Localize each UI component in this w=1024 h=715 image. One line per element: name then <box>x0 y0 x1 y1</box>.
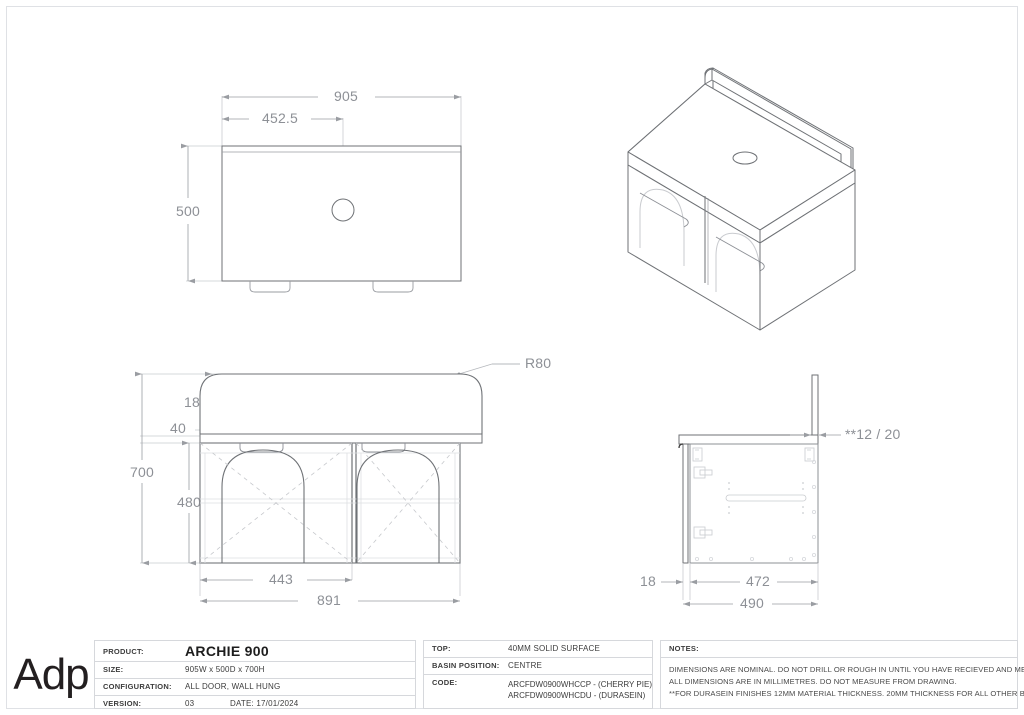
version-label: VERSION: <box>103 699 142 709</box>
dim-label-905: 905 <box>334 88 358 104</box>
section-dim-490: 490 <box>683 595 818 611</box>
dim-label-18: 18 <box>640 573 656 589</box>
section-dim-thickness: **12 / 20 <box>790 426 901 442</box>
dim-label-r80: R80 <box>525 355 551 371</box>
notes-label: NOTES: <box>669 644 699 654</box>
section-dim-18: 18 <box>640 573 683 589</box>
dim-label-891: 891 <box>317 592 341 608</box>
dim-label-500: 500 <box>176 203 200 219</box>
dim-label-472: 472 <box>746 573 770 589</box>
plan-dim-500: 500 <box>176 143 200 284</box>
section-splashback <box>811 374 819 439</box>
size-value: 905W x 500D x 700H <box>185 665 265 675</box>
dim-label-700: 700 <box>130 464 154 480</box>
plan-dim-452.5: 452.5 <box>222 110 343 126</box>
elev-dim-700: 700 <box>130 371 154 566</box>
top-label: TOP: <box>432 644 451 654</box>
brand-logo: Adp <box>6 640 94 709</box>
notes-header: NOTES: <box>661 641 1017 658</box>
elev-benchtop <box>199 373 483 435</box>
code-line-cherry-pie: ARCFDW0900WHCCP - (CHERRY PIE) <box>507 679 652 689</box>
dim-label-452-5: 452.5 <box>262 110 298 126</box>
date-value: DATE: 17/01/2024 <box>230 699 299 709</box>
product-value: ARCHIE 900 <box>185 643 269 659</box>
basin-position-label: BASIN POSITION: <box>432 661 500 671</box>
code-label: CODE: <box>432 677 458 687</box>
note-line-2: ALL DIMENSIONS ARE IN MILLIMETRES. DO NO… <box>669 677 957 687</box>
note-line-1: DIMENSIONS ARE NOMINAL. DO NOT DRILL OR … <box>669 664 1024 674</box>
code-values: ARCFDW0900WHCCP - (CHERRY PIE) ARCFDW090… <box>508 678 652 702</box>
spec-info-panel: TOP: 40MM SOLID SURFACE BASIN POSITION: … <box>423 640 653 709</box>
elev-dim-r80: R80 <box>457 355 551 376</box>
title-block: Adp PRODUCT: ARCHIE 900 SIZE: 905W x 500… <box>6 640 1024 709</box>
basin-position-value: CENTRE <box>508 661 543 671</box>
section-dim-472: 472 <box>690 573 818 589</box>
product-info-panel: PRODUCT: ARCHIE 900 SIZE: 905W x 500D x … <box>94 640 416 709</box>
size-row: SIZE: 905W x 500D x 700H <box>95 662 415 679</box>
dim-label-480: 480 <box>177 494 201 510</box>
code-row: CODE: ARCFDW0900WHCCP - (CHERRY PIE) ARC… <box>424 675 652 710</box>
note-line-3: **FOR DURASEIN FINISHES 12MM MATERIAL TH… <box>669 689 1024 699</box>
elev-dim-891: 891 <box>200 592 460 608</box>
dim-label-443: 443 <box>269 571 293 587</box>
section-benchtop <box>678 434 819 445</box>
plan-view: 905 452.5 500 <box>176 88 462 293</box>
isometric-vanity <box>627 68 856 331</box>
elev-right-door-arch <box>356 449 440 563</box>
top-row: TOP: 40MM SOLID SURFACE <box>424 641 652 658</box>
basin-position-row: BASIN POSITION: CENTRE <box>424 658 652 675</box>
elev-left-door-arch <box>221 449 305 563</box>
side-section-view: **12 / 20 <box>640 374 901 611</box>
configuration-row: CONFIGURATION: ALL DOOR, WALL HUNG <box>95 679 415 696</box>
section-carcass <box>689 443 819 564</box>
notes-panel: NOTES: DIMENSIONS ARE NOMINAL. DO NOT DR… <box>660 640 1024 709</box>
top-value: 40MM SOLID SURFACE <box>508 644 601 654</box>
version-value: 03 <box>185 699 195 709</box>
configuration-value: ALL DOOR, WALL HUNG <box>185 682 281 692</box>
size-label: SIZE: <box>103 665 124 675</box>
section-door-panel <box>682 443 689 564</box>
dim-label-12-20: **12 / 20 <box>845 426 901 442</box>
product-row: PRODUCT: ARCHIE 900 <box>95 641 415 662</box>
code-line-durasein: ARCFDW0900WHCDU - (DURASEIN) <box>507 691 646 701</box>
product-label: PRODUCT: <box>103 646 144 656</box>
dim-label-490: 490 <box>740 595 764 611</box>
logo-text: Adp <box>13 649 89 699</box>
front-elevation-view: 180 40 700 480 443 <box>130 355 551 608</box>
elev-dim-443: 443 <box>200 571 352 587</box>
configuration-label: CONFIGURATION: <box>103 682 172 692</box>
basin-tap-hole <box>331 198 355 222</box>
iso-tap-hole <box>732 151 758 165</box>
plan-dim-905: 905 <box>222 88 461 104</box>
elev-dim-480: 480 <box>177 440 201 566</box>
notes-body: DIMENSIONS ARE NOMINAL. DO NOT DRILL OR … <box>661 658 1024 701</box>
dim-label-40: 40 <box>170 420 186 436</box>
version-row: VERSION: 03 DATE: 17/01/2024 <box>95 696 415 713</box>
